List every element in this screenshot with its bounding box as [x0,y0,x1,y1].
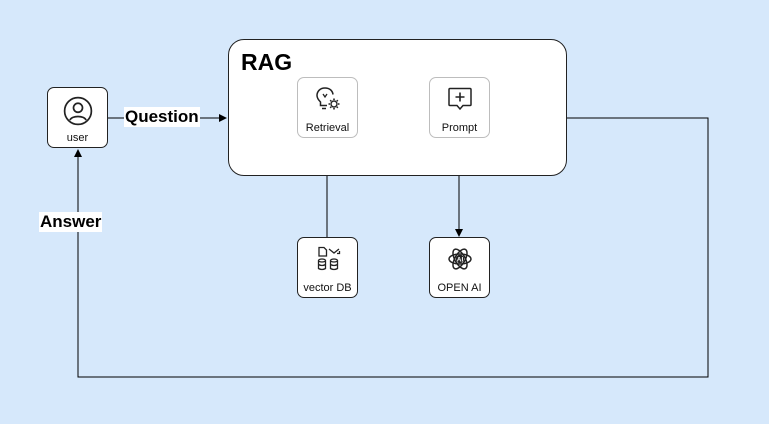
prompt-node[interactable]: Prompt [429,77,490,138]
user-node[interactable]: user [47,87,108,148]
vectordb-node[interactable]: vector DB [297,237,358,298]
openai-logo-icon: AI [447,248,472,270]
prompt-label: Prompt [441,122,478,134]
user-icon [63,96,92,126]
add-comment-icon [447,87,472,111]
question-edge-label: Question [124,107,200,127]
rag-group-title: RAG [241,49,293,75]
database-files-icon [317,246,340,271]
answer-edge-label: Answer [39,212,103,232]
retrieval-node[interactable]: Retrieval [297,77,358,138]
vectordb-label: vector DB [303,282,352,294]
openai-node[interactable]: AI OPEN AI [429,237,490,298]
user-label: user [66,132,89,144]
answer-connector [74,117,709,378]
retrieval-label: Retrieval [305,122,350,134]
rag-group: RAG [228,39,567,176]
openai-label: OPEN AI [437,282,482,294]
svg-text:AI: AI [456,257,463,264]
lightbulb-gear-icon [315,87,339,110]
